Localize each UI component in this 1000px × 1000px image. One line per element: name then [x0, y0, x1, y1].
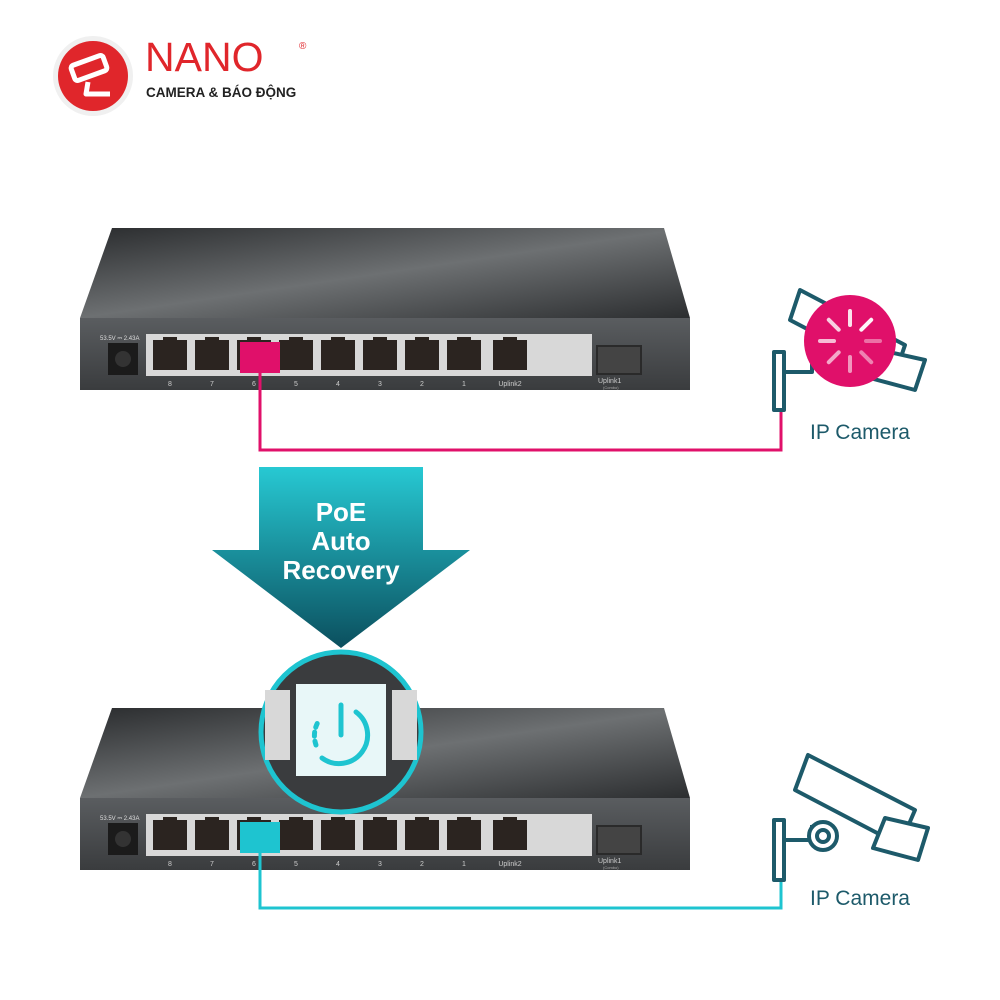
camera-label-top: IP Camera [810, 421, 910, 444]
port-label: 8 [168, 381, 172, 388]
sfp-label: Uplink1 [598, 378, 621, 385]
ethernet-port[interactable] [405, 340, 439, 370]
ethernet-port[interactable] [447, 820, 481, 850]
ethernet-port[interactable] [195, 820, 229, 850]
power-recovery-icon [311, 702, 371, 767]
ethernet-port[interactable] [405, 820, 439, 850]
logo-tagline: CAMERA & BÁO ĐỘNG [146, 85, 296, 100]
port-label: 4 [336, 861, 340, 868]
port-label: 8 [168, 861, 172, 868]
port-label: 3 [378, 381, 382, 388]
ethernet-port[interactable] [195, 340, 229, 370]
port-magnifier [258, 649, 424, 815]
port-label: 1 [462, 381, 466, 388]
arrow-text-2: Auto [311, 526, 370, 556]
port-label: 3 [378, 861, 382, 868]
ok-port-highlight [240, 822, 280, 853]
port-label: 4 [336, 381, 340, 388]
port-label: 5 [294, 861, 298, 868]
port-label: 2 [420, 861, 424, 868]
loading-spinner-icon [804, 295, 896, 387]
camera-label-bottom: IP Camera [810, 887, 910, 910]
ok-cable-line [258, 852, 783, 910]
ethernet-port[interactable] [153, 340, 187, 370]
sfp-port[interactable] [598, 347, 640, 373]
fault-port-highlight [240, 342, 280, 373]
port-label: 7 [210, 381, 214, 388]
port-label: 6 [252, 381, 256, 388]
port-label: Uplink2 [498, 381, 521, 388]
ethernet-port[interactable] [493, 340, 527, 370]
port-label: 5 [294, 381, 298, 388]
logo: NANO ® CAMERA & BÁO ĐỘNG [53, 34, 307, 116]
arrow-text-1: PoE [316, 497, 367, 527]
network-switch-top: 53.5V ⎓ 2.43A 8 7 6 5 4 3 2 1 Uplink2 Uplink1(Comb… [80, 228, 690, 390]
port-label: 7 [210, 861, 214, 868]
logo-registered: ® [299, 41, 307, 52]
sfp-port[interactable] [598, 827, 640, 853]
network-switch-bottom: 53.5V ⎓ 2.43A 8 7 6 5 4 3 2 1 Uplink2 Uplink1(Comb… [80, 708, 690, 870]
power-label: 53.5V ⎓ 2.43A [100, 336, 139, 342]
port-label: Uplink2 [498, 861, 521, 868]
ethernet-port[interactable] [321, 820, 355, 850]
arrow-text-3: Recovery [282, 555, 400, 585]
port-label: 6 [252, 861, 256, 868]
ethernet-port[interactable] [279, 340, 313, 370]
port-label: 1 [462, 861, 466, 868]
fault-cable-line [258, 372, 783, 452]
ethernet-port[interactable] [363, 340, 397, 370]
ip-camera-bottom [772, 753, 930, 882]
sfp-sublabel: (Combo) [603, 865, 619, 870]
ethernet-port[interactable] [153, 820, 187, 850]
sfp-sublabel: (Combo) [603, 385, 619, 390]
power-label: 53.5V ⎓ 2.43A [100, 816, 139, 822]
sfp-label: Uplink1 [598, 858, 621, 865]
ethernet-port[interactable] [321, 340, 355, 370]
ethernet-port[interactable] [447, 340, 481, 370]
ethernet-port[interactable] [493, 820, 527, 850]
poe-auto-recovery-arrow: PoE Auto Recovery [212, 467, 470, 648]
logo-brand: NANO [145, 34, 263, 80]
ethernet-port[interactable] [363, 820, 397, 850]
ethernet-port[interactable] [279, 820, 313, 850]
port-label: 2 [420, 381, 424, 388]
